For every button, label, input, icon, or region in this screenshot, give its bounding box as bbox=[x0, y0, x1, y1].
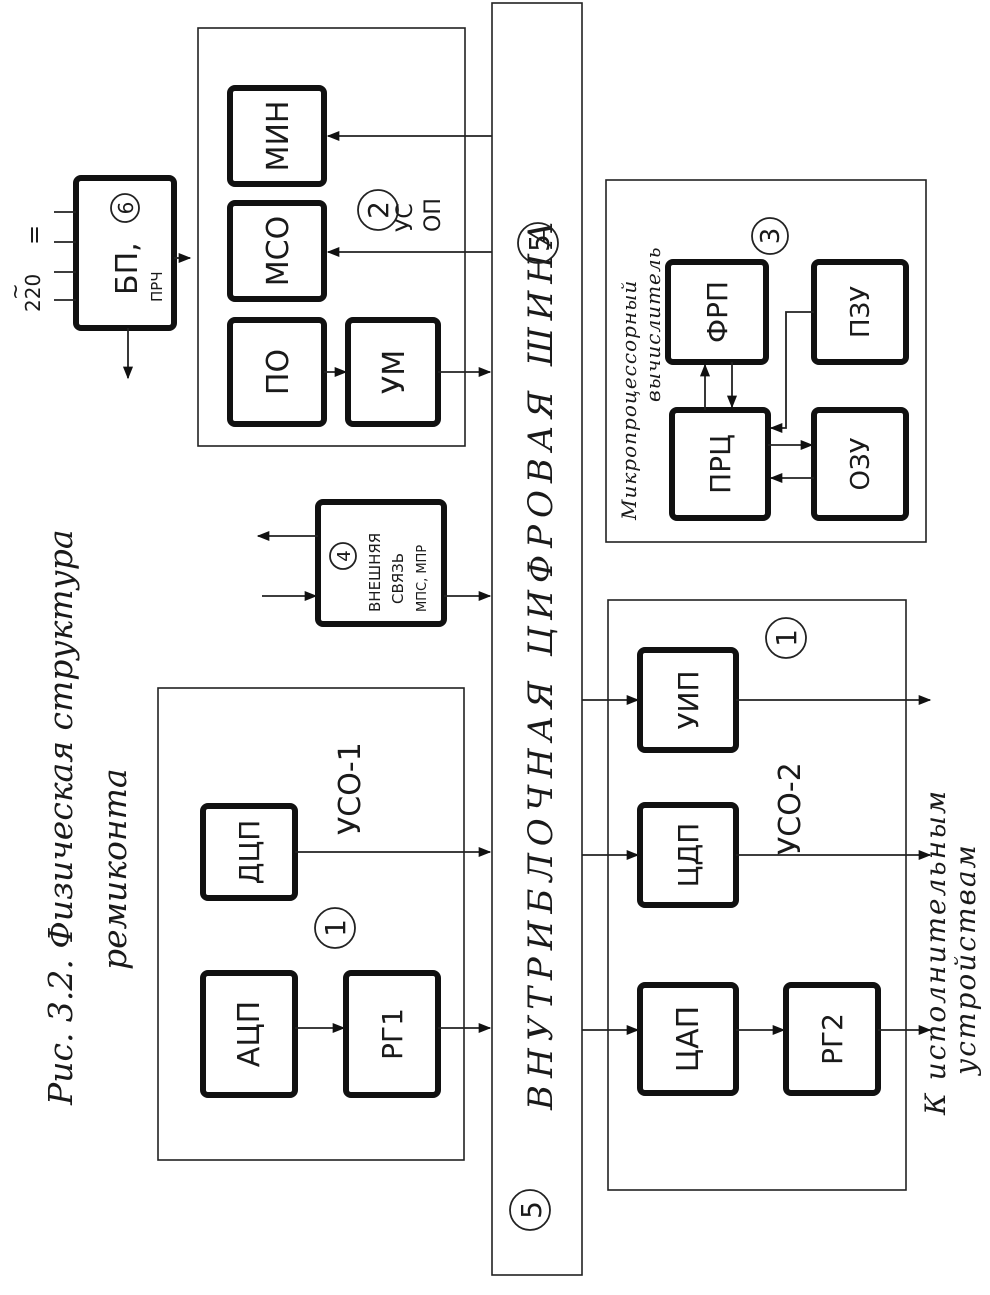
mcu-group: Микропроцессорный вычислитель 3 ФРП ПЗУ … bbox=[605, 179, 927, 543]
psu-number-circle bbox=[110, 193, 140, 223]
bus-number-top-circle bbox=[517, 222, 559, 264]
mso-block bbox=[227, 200, 327, 302]
psu-number: 6 bbox=[114, 202, 138, 215]
mcu-number-circle bbox=[751, 217, 789, 255]
rg2-label: РГ2 bbox=[816, 1013, 849, 1065]
dac-block bbox=[637, 982, 739, 1096]
usop-title-line-2: ОП bbox=[421, 198, 446, 232]
min-label: МИН bbox=[261, 101, 296, 172]
usop-number-circle bbox=[357, 189, 399, 231]
rg1-block bbox=[343, 970, 441, 1098]
caption-line-2: ремиконта bbox=[95, 768, 134, 970]
psu-block bbox=[73, 175, 177, 331]
uso2-frame bbox=[607, 599, 907, 1191]
uso2-output-line-1: К исполнительным bbox=[919, 789, 952, 1116]
uso2-group: УИП ЦДП ЦАП РГ2 УСО-2 1 К исполнительным… bbox=[582, 599, 982, 1191]
mcu-frame bbox=[605, 179, 927, 543]
psu-sublabel: ПРЧ bbox=[148, 271, 166, 302]
uso1-number: 1 bbox=[319, 919, 352, 937]
psu-ac-input-label: 220 bbox=[21, 274, 45, 312]
uso2-number-circle bbox=[765, 617, 807, 659]
adc-label: АЦП bbox=[232, 1001, 267, 1067]
mcu-number: 3 bbox=[756, 228, 786, 245]
figure-caption: Рис. 3.2. Физическая структура ремиконта bbox=[41, 529, 134, 1106]
mcu-title-line-2: вычислитель bbox=[641, 247, 665, 403]
rg2-block bbox=[783, 982, 881, 1096]
uso2-output-line-2: устройствам bbox=[949, 843, 982, 1077]
uso1-frame bbox=[157, 687, 465, 1161]
bus-number-top: 5 bbox=[523, 234, 556, 252]
power-supply-unit: БП, ПРЧ 6 220 ~ = bbox=[3, 175, 192, 380]
mso-label: МСО bbox=[261, 216, 296, 286]
dac-label: ЦАП bbox=[671, 1006, 706, 1072]
bus-number-bottom-circle bbox=[509, 1189, 551, 1231]
psu-dc-symbol: = bbox=[20, 225, 48, 245]
usop-group: МИН МСО ПО УМ 2 УС ОП bbox=[197, 27, 492, 447]
frp-label: ФРП bbox=[701, 281, 734, 343]
adc-block bbox=[200, 970, 298, 1098]
ram-block bbox=[811, 407, 909, 521]
ext-block bbox=[315, 499, 447, 627]
cpu-block bbox=[669, 407, 771, 521]
usop-number: 2 bbox=[362, 201, 395, 219]
usop-frame bbox=[197, 27, 466, 447]
uso2-number: 1 bbox=[770, 629, 803, 647]
ext-line-2: СВЯЗЬ bbox=[389, 553, 407, 604]
uso1-title: УСО-1 bbox=[333, 742, 368, 835]
uip-label: УИП bbox=[672, 670, 705, 729]
po-label: ПО bbox=[261, 349, 296, 395]
usop-title-line-1: УС bbox=[393, 203, 418, 232]
mcu-title-line-1: Микропроцессорный bbox=[617, 280, 641, 521]
frp-block bbox=[665, 259, 769, 365]
rg1-label: РГ1 bbox=[376, 1008, 409, 1060]
psu-label: БП, bbox=[110, 242, 145, 295]
dcp-label: ДЦП bbox=[233, 820, 266, 885]
uso2-title: УСО-2 bbox=[773, 762, 808, 855]
psu-ac-symbol: ~ bbox=[3, 283, 27, 300]
bus-frame bbox=[491, 2, 583, 1276]
ext-number-circle bbox=[329, 542, 357, 570]
um-label: УМ bbox=[377, 350, 412, 394]
internal-digital-bus: ВНУТРИБЛОЧНАЯ ЦИФРОВАЯ ШИНА 5 5 bbox=[491, 2, 583, 1276]
bus-number-bottom: 5 bbox=[515, 1201, 548, 1219]
caption-line-1: Рис. 3.2. Физическая структура bbox=[41, 529, 80, 1106]
cdp-label: ЦДП bbox=[672, 823, 705, 888]
cpu-label: ПРЦ bbox=[704, 434, 737, 494]
min-block bbox=[227, 85, 327, 187]
bus-label: ВНУТРИБЛОЧНАЯ ЦИФРОВАЯ ШИНА bbox=[521, 214, 561, 1111]
ext-line-3: МПС, МПР bbox=[415, 545, 430, 612]
ram-label: ОЗУ bbox=[846, 437, 876, 490]
ext-number: 4 bbox=[334, 550, 355, 561]
external-link-group: 4 ВНЕШНЯЯ СВЯЗЬ МПС, МПР bbox=[256, 499, 492, 627]
uso1-group: ДЦП АЦП РГ1 УСО-1 1 bbox=[157, 687, 492, 1161]
uso1-number-circle bbox=[314, 907, 356, 949]
rom-label: ПЗУ bbox=[846, 286, 876, 338]
ext-line-1: ВНЕШНЯЯ bbox=[366, 533, 384, 612]
